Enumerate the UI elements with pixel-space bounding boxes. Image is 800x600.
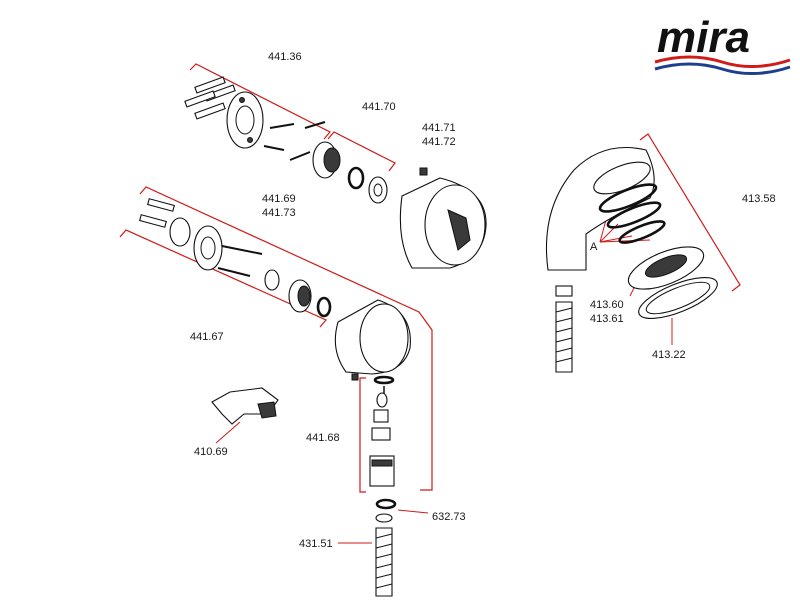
label-441-73: 441.73 <box>262 207 296 219</box>
logo-wave-red <box>654 55 791 69</box>
label-441-67: 441.67 <box>190 331 224 343</box>
logo-wave-blue <box>654 62 791 76</box>
screw-a <box>269 123 295 129</box>
bracket-441-68 <box>359 377 366 493</box>
grub-screw-lower <box>351 373 359 381</box>
valve-spring <box>376 392 388 408</box>
knob-lever <box>447 209 471 251</box>
back-plate-upper <box>226 91 264 149</box>
label-441-36: 441.36 <box>268 51 302 63</box>
label-413-61: 413.61 <box>590 313 624 325</box>
label-441-69: 441.69 <box>262 193 296 205</box>
valve-seat <box>373 409 389 423</box>
screw-e <box>221 245 263 255</box>
label-441-71: 441.71 <box>422 122 456 134</box>
bracket-441-67 <box>119 229 327 328</box>
o-ring-lower <box>316 296 332 318</box>
washer-lower <box>169 217 191 247</box>
screw-b <box>263 145 285 151</box>
label-410-69: 410.69 <box>194 446 228 458</box>
valve-insert <box>371 427 391 441</box>
label-a: A <box>590 241 598 253</box>
wall-plug-screws-lower <box>138 198 176 228</box>
spanner-tool <box>211 387 279 425</box>
leader-632-73 <box>397 509 429 514</box>
label-441-70: 441.70 <box>362 101 396 113</box>
o-ring-upper <box>347 166 365 190</box>
label-431-51: 431.51 <box>299 538 333 550</box>
part-number-labels: 441.36 441.70 441.71 441.72 441.69 441.7… <box>190 51 776 550</box>
handset-washer <box>555 285 573 297</box>
label-632-73: 632.73 <box>432 511 466 523</box>
wall-plug-screws-upper <box>184 76 236 120</box>
shower-outlet-column <box>369 375 397 597</box>
washer-632-73 <box>375 498 397 510</box>
screw-c <box>289 151 311 161</box>
bracket-441-36 <box>189 63 331 140</box>
grub-screw <box>419 167 428 176</box>
label-441-72: 441.72 <box>422 136 456 148</box>
label-441-68: 441.68 <box>306 432 340 444</box>
screw-d <box>304 121 326 129</box>
leader-410-69 <box>215 421 241 444</box>
label-413-22: 413.22 <box>652 349 686 361</box>
back-plate-lower <box>193 225 223 271</box>
spray-ring <box>638 277 718 319</box>
bush-lower <box>264 269 280 291</box>
mira-logo: mira <box>654 13 791 76</box>
bush-upper <box>368 176 388 204</box>
seal-ring-2 <box>606 201 662 229</box>
upper-valve-assembly <box>184 76 487 269</box>
seal-ring-3 <box>618 220 666 244</box>
seal-ring-1 <box>598 183 658 213</box>
label-413-60: 413.60 <box>590 299 624 311</box>
screw-f <box>217 267 251 277</box>
bracket-413-58 <box>639 133 741 292</box>
label-413-58: 413.58 <box>742 193 776 205</box>
hose-nut <box>375 513 393 523</box>
logo-text: mira <box>657 13 750 62</box>
shower-handset-assembly <box>545 147 718 373</box>
lower-valve-assembly <box>138 198 411 381</box>
bracket-441-69 <box>139 186 433 491</box>
bracket-441-70 <box>327 131 396 172</box>
